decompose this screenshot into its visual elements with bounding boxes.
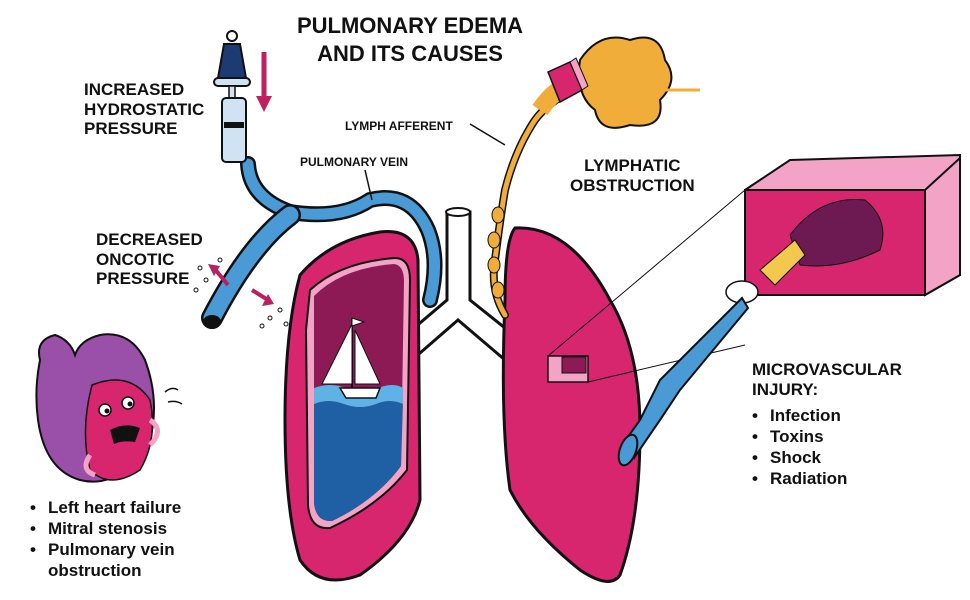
pulmonary-vein — [193, 156, 443, 329]
label-line: HYDROSTATIC — [84, 99, 205, 119]
label-line: PRESSURE — [84, 119, 178, 139]
down-arrow-icon — [256, 96, 272, 112]
pulmonary-vein-label: PULMONARY VEIN — [300, 155, 409, 169]
list-item: Mitral stenosis — [30, 518, 181, 539]
label-line: PRESSURE — [96, 269, 190, 289]
title-line-1: PULMONARY EDEMA — [296, 13, 524, 38]
list-item: Infection — [752, 405, 847, 426]
label-line: INJURY: — [752, 379, 819, 399]
trachea — [398, 207, 523, 363]
lymph-node — [469, 36, 700, 319]
lymphatic-obstruction-label: LYMPHATIC OBSTRUCTION — [570, 156, 695, 195]
list-item: Pulmonary vein — [30, 539, 181, 560]
heart-causes-list: Left heart failure Mitral stenosis Pulmo… — [30, 497, 181, 581]
title-line-2: AND ITS CAUSES — [317, 40, 503, 66]
oncotic-pressure-label: DECREASED ONCOTIC PRESSURE — [96, 230, 203, 289]
right-lung — [501, 189, 746, 583]
label-line: MICROVASCULAR — [752, 360, 902, 379]
label-line: DECREASED — [96, 230, 203, 249]
page-title: PULMONARY EDEMA AND ITS CAUSES — [270, 12, 550, 67]
scared-heart-icon — [35, 333, 183, 483]
label-line: LYMPHATIC — [584, 156, 681, 175]
microvascular-tissue-block — [725, 153, 961, 304]
label-line: INCREASED — [84, 80, 185, 99]
list-item: Radiation — [752, 468, 847, 489]
fluid-water — [314, 399, 403, 522]
rifle-icon — [617, 296, 750, 467]
list-item: Left heart failure — [30, 497, 181, 518]
microvascular-injury-label: MICROVASCULAR INJURY: — [752, 360, 902, 399]
left-lung — [283, 230, 422, 582]
microvascular-causes-list: Infection Toxins Shock Radiation — [752, 405, 847, 489]
list-item-continuation: obstruction — [48, 561, 142, 580]
obstruction-block-icon — [547, 57, 589, 104]
sailboat-icon — [321, 317, 382, 399]
list-item: Toxins — [752, 426, 847, 447]
hydrostatic-pressure-label: INCREASED HYDROSTATIC PRESSURE — [84, 80, 204, 139]
syringe-weight-icon — [213, 30, 272, 163]
list-item: Shock — [752, 447, 847, 468]
label-line: ONCOTIC — [96, 249, 175, 269]
lymph-afferent-label: LYMPH AFFERENT — [345, 119, 453, 133]
tissue-sample-icon — [547, 355, 589, 383]
label-line: OBSTRUCTION — [570, 175, 695, 195]
